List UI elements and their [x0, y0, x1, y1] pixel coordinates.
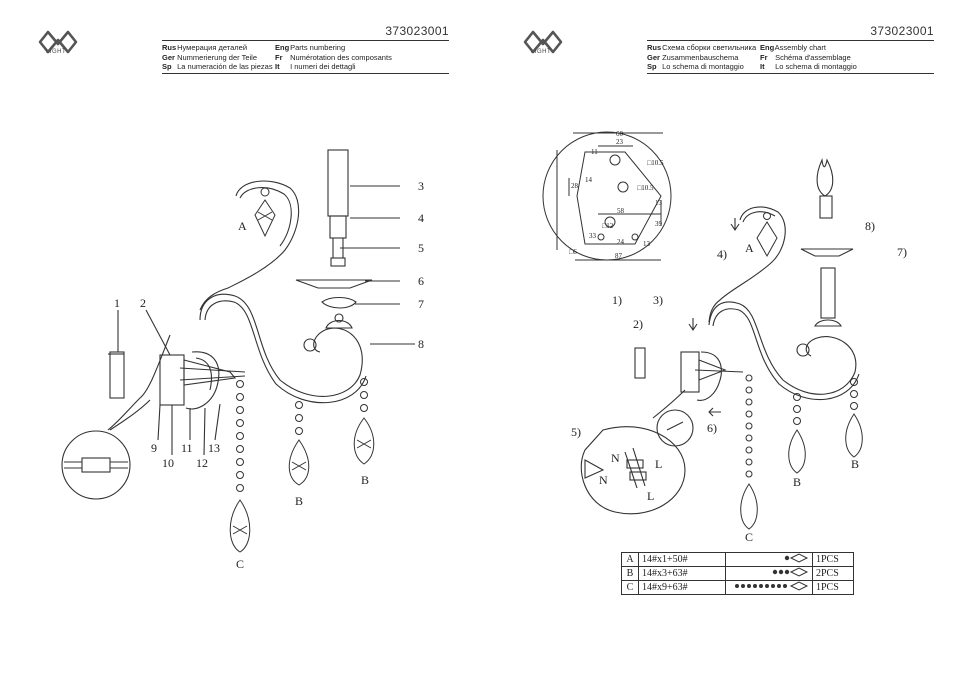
parts-diagram: 3 4 5 6 7 8 1 2 9 10 11 12 13 A B B C	[61, 149, 424, 571]
logo-text-2: LIGHT	[531, 49, 552, 55]
pendant-a-assembly	[756, 212, 778, 258]
callout-3: 3	[418, 179, 424, 193]
table-cell-spec: 14#x9+63#	[638, 580, 726, 595]
assembly-chart-sheet: LIGHT 373023001 Rus Схема сборки светиль…	[485, 0, 970, 686]
callout-8: 8	[418, 337, 424, 351]
table-cell-icon	[725, 580, 813, 595]
callout-9: 9	[151, 441, 157, 455]
pendant-label-c-assembly: C	[745, 530, 753, 544]
language-list-3: Rus Схема сборки светильника Ger Zusamme…	[647, 43, 757, 71]
step-4: 4)	[717, 247, 727, 261]
pendant-label-b-2: B	[361, 473, 369, 487]
table-cell-qty: 1PCS	[812, 552, 854, 567]
wiring-label-n1: N	[611, 451, 620, 465]
document-number-2: 373023001	[870, 24, 934, 38]
dim-10-5-a: □10.5	[647, 159, 664, 167]
wiring-label-n2: N	[599, 473, 608, 487]
step-5: 5)	[571, 425, 581, 439]
callout-6: 6	[418, 274, 424, 288]
pendant-b-chain-icon	[772, 567, 809, 577]
dim-10-5-b: □10.5	[637, 184, 654, 192]
language-list-1: Rus Нумерация деталей Ger Nummerierung d…	[162, 43, 273, 71]
assembly-diagram: 1) 2) 3) 4) 5) 6) 8) 7) A B B C N L N L …	[542, 130, 907, 544]
pendant-label-a: A	[238, 219, 247, 233]
dim-11: 11	[591, 148, 598, 156]
wiring-label-l1: L	[655, 457, 662, 471]
pendant-b-assembly-2	[845, 378, 863, 458]
table-cell-qty: 2PCS	[812, 566, 854, 581]
language-list-4: Eng Assembly chart Fr Schéma d'assemblag…	[760, 43, 857, 71]
dim-33: 33	[589, 232, 597, 240]
table-cell-label: A	[621, 552, 639, 567]
dim-6: □6	[569, 248, 577, 256]
pendant-label-b-assembly: B	[793, 475, 801, 489]
step-7: 7)	[897, 245, 907, 259]
pendant-c-assembly	[740, 374, 758, 530]
pendant-a	[254, 187, 276, 238]
dim-87: 87	[615, 252, 623, 260]
pendant-b-assembly	[788, 393, 806, 474]
dim-14: 14	[585, 176, 593, 184]
callout-1: 1	[114, 296, 120, 310]
callout-5: 5	[418, 241, 424, 255]
callout-2: 2	[140, 296, 146, 310]
step-8: 8)	[865, 219, 875, 233]
dim-24: 24	[617, 238, 625, 246]
header-rule-bottom-2	[647, 73, 934, 74]
dim-58: 58	[617, 207, 625, 215]
table-cell-label: B	[621, 566, 639, 581]
dim-28: 28	[571, 182, 579, 190]
pendant-a-chain-icon	[784, 553, 809, 563]
dim-60: 60	[616, 130, 624, 138]
brand-logo-icon	[38, 30, 78, 54]
pendant-c	[229, 380, 251, 553]
table-row: A 14#x1+50# 1PCS	[621, 552, 854, 567]
table-row: C 14#x9+63# 1PCS	[621, 580, 854, 595]
dim-13-b: 13	[643, 240, 651, 248]
step-2: 2)	[633, 317, 643, 331]
table-row: B 14#x3+63# 2PCS	[621, 566, 854, 581]
header-rule-top	[162, 40, 449, 41]
table-cell-icon	[725, 552, 813, 567]
callout-10: 10	[162, 456, 174, 470]
pendant-label-a-assembly: A	[745, 241, 754, 255]
dim-13-a: 13	[655, 199, 663, 207]
wiring-label-l2: L	[647, 489, 654, 503]
document-number: 373023001	[385, 24, 449, 38]
callout-13: 13	[208, 441, 220, 455]
table-cell-spec: 14#x1+50#	[638, 552, 726, 567]
pendant-label-b-assembly-2: B	[851, 457, 859, 471]
header-rule-top-2	[647, 40, 934, 41]
dim-23: 23	[616, 138, 624, 146]
pendant-c-chain-icon	[735, 581, 809, 591]
header-rule-bottom	[162, 73, 449, 74]
step-3: 3)	[653, 293, 663, 307]
callout-11: 11	[181, 441, 193, 455]
dim-12: □12	[602, 222, 614, 230]
pendant-label-c: C	[236, 557, 244, 571]
table-cell-spec: 14#x3+63#	[638, 566, 726, 581]
step-1: 1)	[612, 293, 622, 307]
parts-table: A 14#x1+50# 1PCS B 14#x3+63# 2PCS C 14#x…	[621, 552, 854, 595]
brand-logo-icon-2	[523, 30, 563, 54]
pendant-label-b: B	[295, 494, 303, 508]
callout-4: 4	[418, 211, 424, 225]
pendant-b-2	[353, 378, 375, 465]
logo-text: LIGHT	[46, 49, 67, 55]
pendant-b	[288, 401, 310, 486]
language-list-2: Eng Parts numbering Fr Numérotation des …	[275, 43, 392, 71]
dim-39: 39	[655, 220, 663, 228]
table-cell-label: C	[621, 580, 639, 595]
callout-12: 12	[196, 456, 208, 470]
table-cell-icon	[725, 566, 813, 581]
parts-numbering-sheet: LIGHT 373023001 Rus Нумерация деталей Ge…	[38, 24, 449, 571]
table-cell-qty: 1PCS	[812, 580, 854, 595]
callout-7: 7	[418, 297, 424, 311]
step-6: 6)	[707, 421, 717, 435]
